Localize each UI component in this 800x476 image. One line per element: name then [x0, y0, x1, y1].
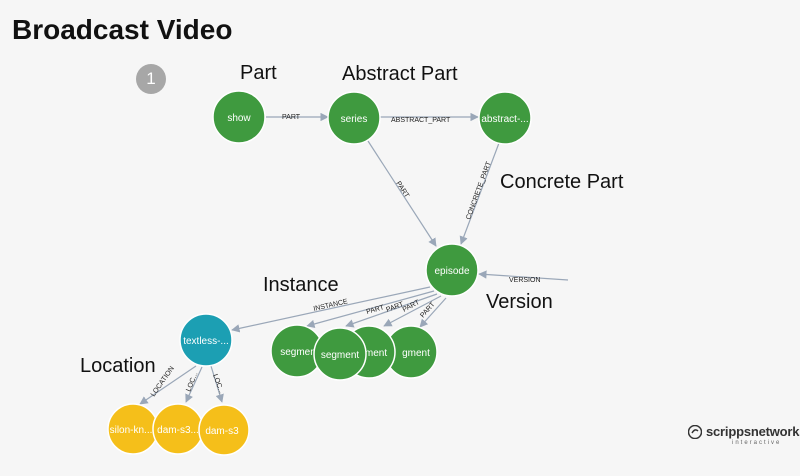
edge-part-b: [345, 293, 438, 328]
edge-label-version: VERSION: [509, 277, 541, 284]
annotation-concrete-part: Concrete Part: [500, 171, 624, 193]
brand-mark-icon: [688, 424, 702, 439]
edge-part-d: [419, 297, 447, 328]
edge-label-instance: INSTANCE: [313, 298, 349, 313]
brand-name: scrippsnetworks: [706, 424, 800, 439]
edge-loc-b: [185, 366, 203, 403]
node-episode[interactable]: episode: [425, 243, 479, 297]
svg-text:silon-kn...: silon-kn...: [110, 425, 153, 436]
svg-text:gment: gment: [402, 348, 430, 359]
edge-label-series-abstract: ABSTRACT_PART: [391, 117, 451, 124]
edge-label-abstract-episode: CONCRETE_PART: [465, 160, 493, 221]
edge-instance: [231, 286, 431, 333]
step-badge: 1: [136, 64, 166, 94]
edge-label-part-a: PART: [366, 304, 386, 316]
annotation-instance: Instance: [263, 274, 339, 296]
node-show[interactable]: show: [212, 90, 266, 144]
svg-text:dam-s3...: dam-s3...: [157, 425, 199, 436]
brand-logo: scrippsnetworks interactive: [688, 424, 800, 446]
svg-text:segment: segment: [321, 350, 360, 361]
svg-text:segmen: segmen: [280, 347, 316, 358]
annotation-part: Part: [240, 62, 277, 84]
svg-text:series: series: [341, 114, 368, 125]
edge-label-show-series: PART: [282, 114, 301, 121]
svg-text:episode: episode: [434, 266, 469, 277]
edge-loc-c: [210, 365, 224, 403]
annotation-abstract-part: Abstract Part: [342, 63, 458, 85]
edge-location: [139, 365, 197, 405]
node-textless[interactable]: textless-...: [179, 313, 233, 367]
edge-label-part-d: PART: [419, 301, 437, 320]
node-location-2[interactable]: dam-s3...: [152, 403, 204, 455]
edge-part-a: [306, 290, 435, 329]
annotation-version: Version: [486, 291, 553, 313]
edge-label-series-episode: PART: [394, 180, 410, 200]
node-segment-4[interactable]: gment: [384, 325, 438, 379]
slide-title: Broadcast Video: [12, 14, 233, 45]
node-segment-2[interactable]: segment: [313, 327, 367, 381]
edge-version: [478, 270, 569, 281]
edge-label-loc-b: LOC...: [185, 371, 199, 392]
node-series[interactable]: series: [327, 91, 381, 145]
node-location-3[interactable]: dam-s3: [198, 404, 250, 456]
annotation-location: Location: [80, 355, 156, 377]
svg-text:ment: ment: [365, 348, 387, 359]
edge-label-loc-c: LOC...: [211, 373, 225, 394]
svg-text:dam-s3: dam-s3: [205, 426, 239, 437]
svg-text:textless-...: textless-...: [183, 336, 229, 347]
node-abstract-part[interactable]: abstract-...: [478, 91, 532, 145]
node-location-1[interactable]: silon-kn...: [107, 403, 159, 455]
svg-text:abstract-...: abstract-...: [481, 114, 528, 125]
edge-part-c: [383, 295, 442, 327]
svg-text:show: show: [227, 113, 251, 124]
edge-series-episode: [367, 140, 437, 247]
edge-abstract-episode: [459, 142, 500, 245]
brand-tagline: interactive: [732, 440, 782, 446]
